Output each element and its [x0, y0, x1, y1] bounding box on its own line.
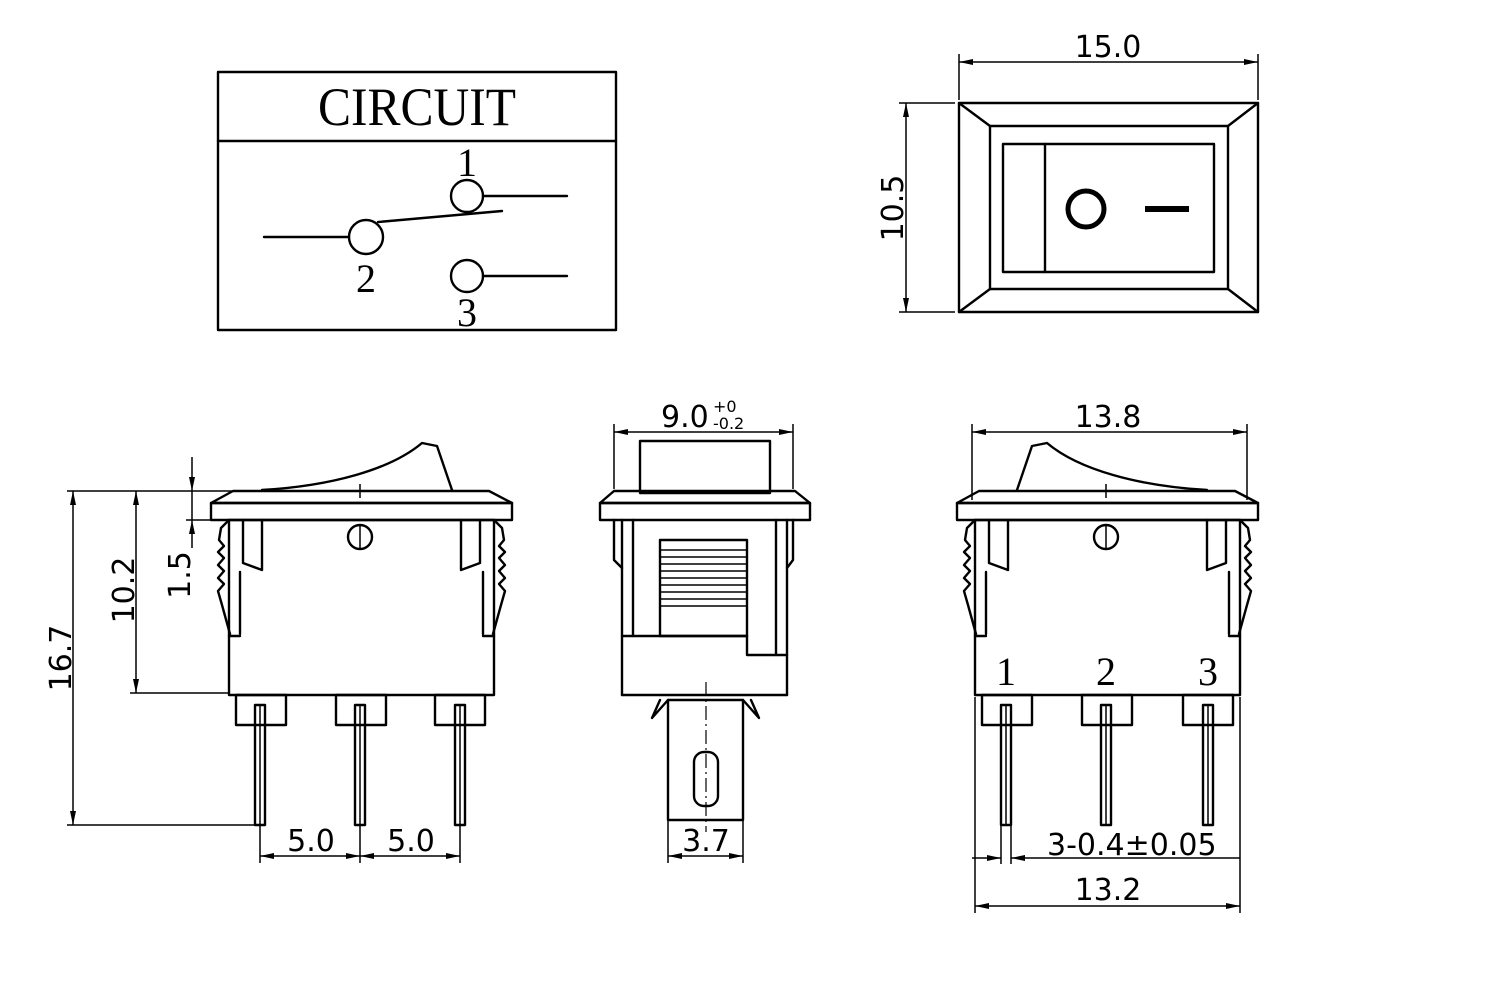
circuit-title: CIRCUIT — [318, 77, 516, 137]
terminal-base — [1080, 693, 1134, 727]
off-symbol-icon — [1065, 188, 1107, 230]
dimension-pin-spec-label: 3-0.4±0.05 — [1047, 828, 1217, 863]
dimension-pitch-right-label: 5.0 — [387, 824, 435, 859]
rocker-face — [1001, 142, 1216, 274]
terminal-2-contact — [347, 218, 385, 256]
end-view: 9.0 +0 -0.2 3.7 — [598, 397, 812, 863]
rocker-profile — [260, 441, 454, 492]
terminal-base — [980, 693, 1034, 727]
clip-slot-right — [1205, 518, 1228, 572]
snap-clip-right — [1237, 518, 1253, 636]
terminal-3-contact — [449, 258, 485, 294]
housing-outer-right — [785, 518, 795, 570]
dimension-body-height-label: 10.2 — [107, 557, 142, 624]
bezel-corner — [957, 101, 992, 128]
snap-clip-left — [216, 518, 232, 636]
housing-outer-left — [612, 518, 624, 570]
terminal-base — [334, 693, 388, 727]
rocker-profile — [1015, 441, 1209, 492]
switch-lever — [376, 209, 504, 224]
flange-top — [955, 489, 1260, 505]
snap-clip-left — [962, 518, 978, 636]
flange — [209, 501, 514, 522]
rocker-end — [638, 439, 772, 495]
dimension-body-width-label: 13.2 — [1075, 873, 1142, 908]
clip-slot-right — [459, 518, 482, 572]
circuit-diagram: CIRCUIT 1 2 3 — [216, 70, 618, 335]
bezel-corner — [1226, 287, 1260, 314]
clip-slot-left — [987, 518, 1010, 572]
left-side-view: 16.7 10.2 1.5 5.0 5.0 — [44, 441, 514, 863]
tolerance-upper: +0 — [713, 397, 737, 416]
flange — [598, 501, 812, 522]
flange — [955, 501, 1260, 522]
snap-clip-right — [491, 518, 507, 636]
dimension-pitch-left-label: 5.0 — [287, 824, 335, 859]
terminal-number-3: 3 — [1198, 649, 1218, 694]
bezel-outer — [957, 101, 1260, 314]
terminal-number-1: 1 — [996, 649, 1016, 694]
dimension-terminal-width-label: 3.7 — [682, 824, 730, 859]
clip-slot-left — [241, 518, 264, 572]
terminal-base — [234, 693, 288, 727]
barb-right — [741, 698, 761, 720]
dimension-flange-width-label: 13.8 — [1075, 400, 1142, 435]
dimension-flange-label: 1.5 — [163, 551, 198, 599]
barb-left — [650, 698, 670, 720]
flange-top — [209, 489, 514, 505]
terminal-1-label: 1 — [457, 140, 477, 185]
actuator-ribs — [660, 549, 747, 607]
terminal-2-label: 2 — [356, 256, 376, 301]
ribbed-actuator — [658, 538, 749, 638]
dimension-height-label: 10.5 — [876, 175, 911, 242]
bezel-corner — [1226, 101, 1260, 128]
bezel-corner — [957, 287, 992, 314]
terminal-3-label: 3 — [457, 290, 477, 335]
top-view: 15.0 10.5 — [876, 30, 1260, 314]
bezel-inner — [988, 124, 1230, 291]
terminal-number-2: 2 — [1096, 649, 1116, 694]
dimension-overall-height-label: 16.7 — [44, 625, 79, 692]
dimension-end-width-label: 9.0 — [661, 400, 709, 435]
right-side-view: 1 2 3 13.8 3-0.4±0.05 13.2 — [955, 400, 1260, 913]
tolerance-lower: -0.2 — [713, 414, 744, 433]
dimension-width-label: 15.0 — [1075, 30, 1142, 65]
body-step — [745, 634, 789, 657]
housing-body — [227, 518, 496, 697]
circuit-frame — [216, 70, 618, 332]
